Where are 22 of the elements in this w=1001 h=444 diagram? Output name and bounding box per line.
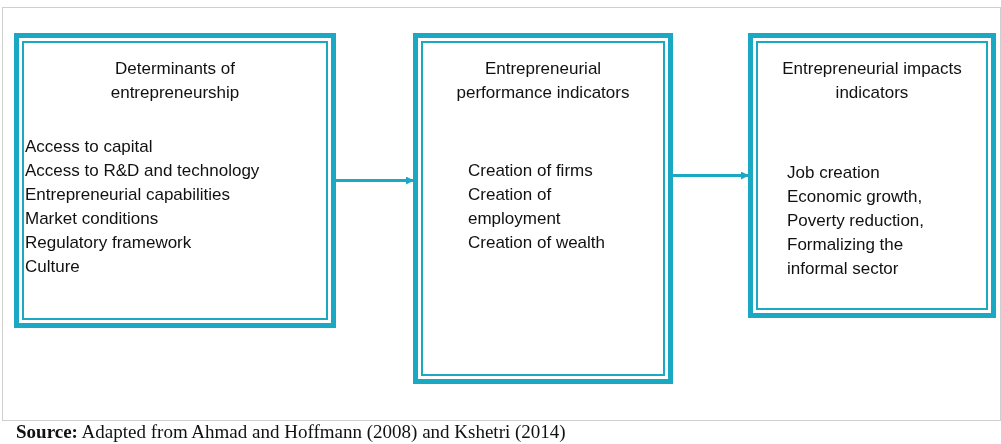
list-item: Creation of wealth: [468, 232, 607, 254]
box-heading: Entrepreneurial performance indicators: [455, 58, 631, 104]
indicator-box: [748, 33, 996, 318]
list-item: Poverty reduction,: [787, 210, 925, 232]
indicator-box: [14, 33, 336, 328]
list-item: Access to capital: [25, 136, 154, 158]
arrow: [673, 171, 749, 180]
box-heading: Determinants of entrepreneurship: [109, 58, 241, 104]
list-item: Culture: [25, 256, 81, 278]
source-caption: Source: Adapted from Ahmad and Hoffmann (2008) and Kshetri (2014): [16, 420, 566, 444]
list-item: Entrepreneurial capabilities: [25, 184, 232, 206]
list-item: Economic growth,: [787, 186, 924, 208]
list-item: Regulatory framework: [25, 232, 193, 254]
indicator-box: [413, 33, 673, 384]
list-item: Creation of firms: [468, 160, 594, 182]
list-item: Job creation: [787, 162, 881, 184]
list-item: Market conditions: [25, 208, 160, 230]
list-item: Formalizing the informal sector: [787, 234, 905, 280]
list-item: Access to R&D and technology: [25, 160, 261, 182]
list-item: Creation of employment: [468, 184, 562, 230]
arrow: [336, 176, 414, 185]
box-heading: Entrepreneurial impacts indicators: [781, 58, 963, 104]
